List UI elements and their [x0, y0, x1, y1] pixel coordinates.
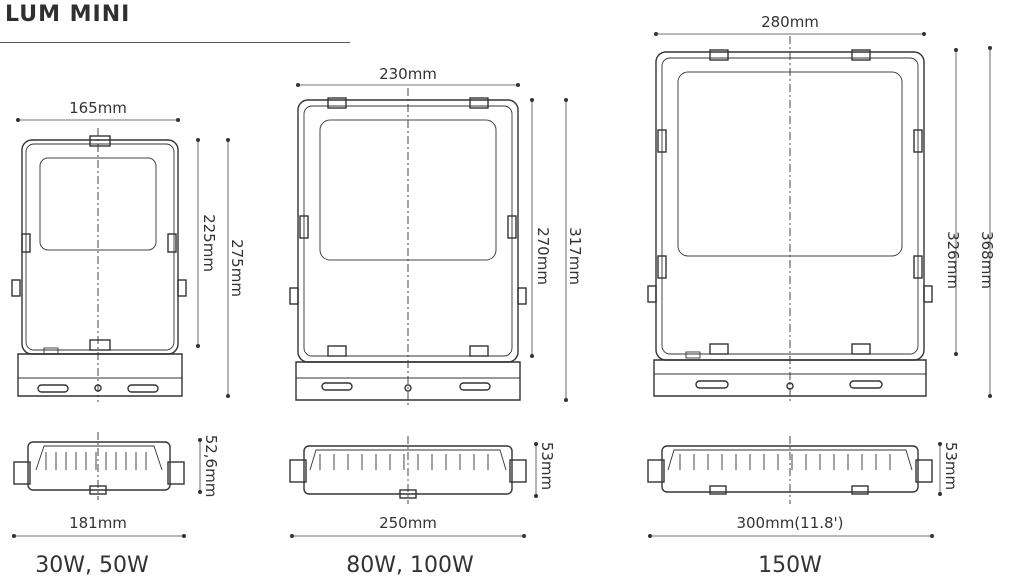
- dim-front-width: 280mm: [761, 13, 819, 31]
- dim-inner-height: 225mm: [200, 214, 218, 272]
- dim-front-width: 165mm: [69, 99, 127, 117]
- dim-inner-height: 270mm: [534, 227, 552, 285]
- dim-total-height: 368mm: [978, 231, 996, 289]
- dim-side-depth: 52,6mm: [202, 435, 220, 498]
- front-view-medium: [289, 88, 527, 406]
- dim-total-height: 275mm: [228, 239, 246, 297]
- title-divider: [0, 42, 350, 43]
- model-80w-100w: 230mm 270mm 317mm 53mm 250mm 80W, 100W: [289, 65, 584, 578]
- dim-total-height: 317mm: [566, 227, 584, 285]
- model-caption: 80W, 100W: [346, 553, 474, 578]
- dim-side-width: 181mm: [69, 514, 127, 532]
- front-view-small: [11, 128, 187, 402]
- side-view-medium: [289, 436, 527, 504]
- side-view-large: [647, 436, 933, 504]
- model-caption: 30W, 50W: [35, 553, 149, 578]
- dim-side-depth: 53mm: [942, 442, 960, 490]
- model-30w-50w: 165mm 225mm 275mm 52,6mm 181mm 30W, 50W: [11, 99, 246, 578]
- model-150w: 280mm 326mm 368mm 53mm 300mm(11.8') 150W: [647, 13, 996, 578]
- side-view-small: [13, 432, 185, 500]
- model-caption: 150W: [758, 553, 822, 578]
- dim-side-depth: 53mm: [538, 442, 556, 490]
- dim-front-width: 230mm: [379, 65, 437, 83]
- dim-side-width: 300mm(11.8'): [736, 514, 843, 532]
- dim-side-width: 250mm: [379, 514, 437, 532]
- front-view-large: [647, 36, 933, 402]
- dim-inner-height: 326mm: [944, 231, 962, 289]
- page-title: LUM MINI: [5, 2, 131, 27]
